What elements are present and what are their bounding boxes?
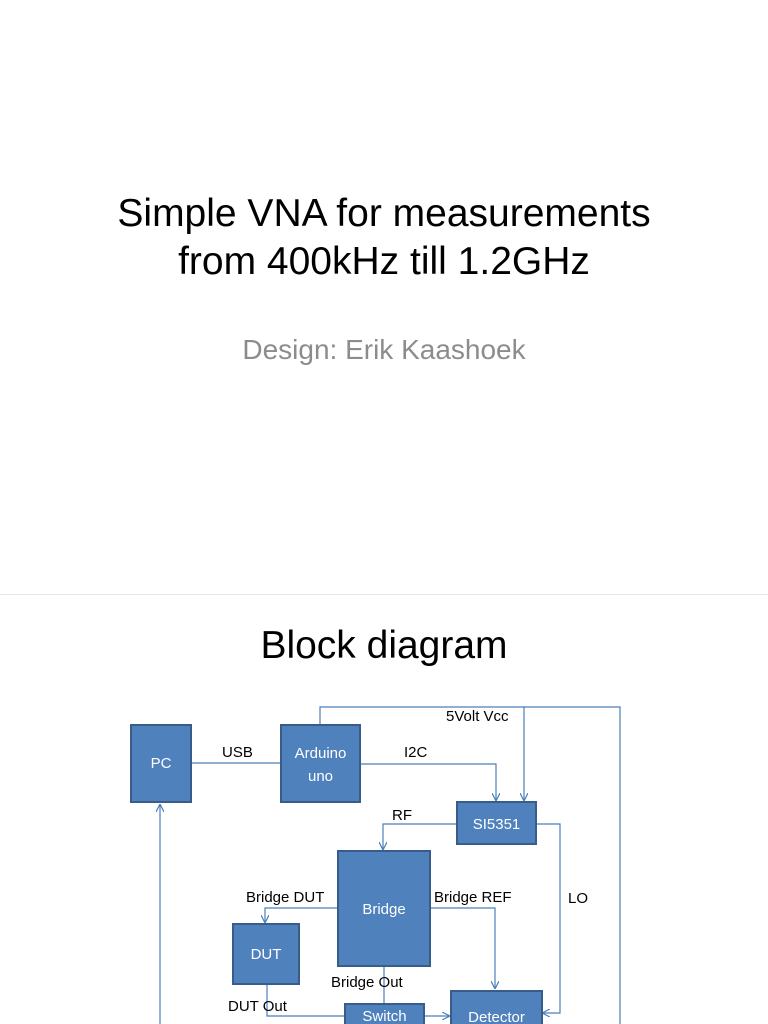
detector-label: Detector	[468, 1009, 525, 1024]
bridge-ref-label: Bridge REF	[434, 889, 512, 906]
arduino-label-line2: uno	[308, 768, 333, 785]
detector-block: Detector	[450, 990, 543, 1024]
slide-subtitle: Design: Erik Kaashoek	[242, 334, 526, 365]
switch-label: Switch	[362, 1008, 406, 1024]
bridge-block: Bridge	[337, 850, 431, 967]
wire-dut-out	[266, 984, 345, 1017]
pc-block: PC	[130, 724, 192, 803]
dut-block: DUT	[232, 923, 300, 985]
slide-divider	[0, 594, 768, 595]
arduino-block: Arduino uno	[280, 724, 361, 803]
dut-label: DUT	[251, 946, 282, 963]
wires	[160, 706, 621, 1024]
title-line-2: from 400kHz till 1.2GHz	[178, 240, 590, 283]
usb-label: USB	[222, 744, 253, 761]
block-diagram-title: Block diagram	[260, 624, 508, 667]
bridge-out-label: Bridge Out	[331, 974, 404, 991]
lo-label: LO	[568, 890, 588, 907]
wire-bridge-dut	[265, 907, 338, 922]
rf-label: RF	[392, 807, 412, 824]
dut-out-label: DUT Out	[228, 998, 288, 1015]
switch-block: Switch	[344, 1003, 425, 1024]
bridge-dut-label: Bridge DUT	[246, 889, 324, 906]
i2c-label: I2C	[404, 744, 428, 761]
title-line-1: Simple VNA for measurements	[117, 192, 651, 235]
si5351-block: SI5351	[456, 801, 537, 845]
vcc-label: 5Volt Vcc	[446, 708, 509, 725]
pc-label: PC	[151, 755, 172, 772]
wire-lo	[536, 823, 561, 1013]
slide-title: Simple VNA for measurements from 400kHz …	[0, 190, 768, 286]
wire-rf	[383, 823, 457, 849]
si5351-label: SI5351	[473, 816, 521, 833]
arduino-label-line1: Arduino	[295, 745, 347, 762]
wire-bridge-ref	[430, 907, 495, 988]
wire-vcc-loop	[319, 706, 621, 1024]
wire-i2c	[360, 763, 496, 800]
bridge-label: Bridge	[362, 901, 405, 918]
